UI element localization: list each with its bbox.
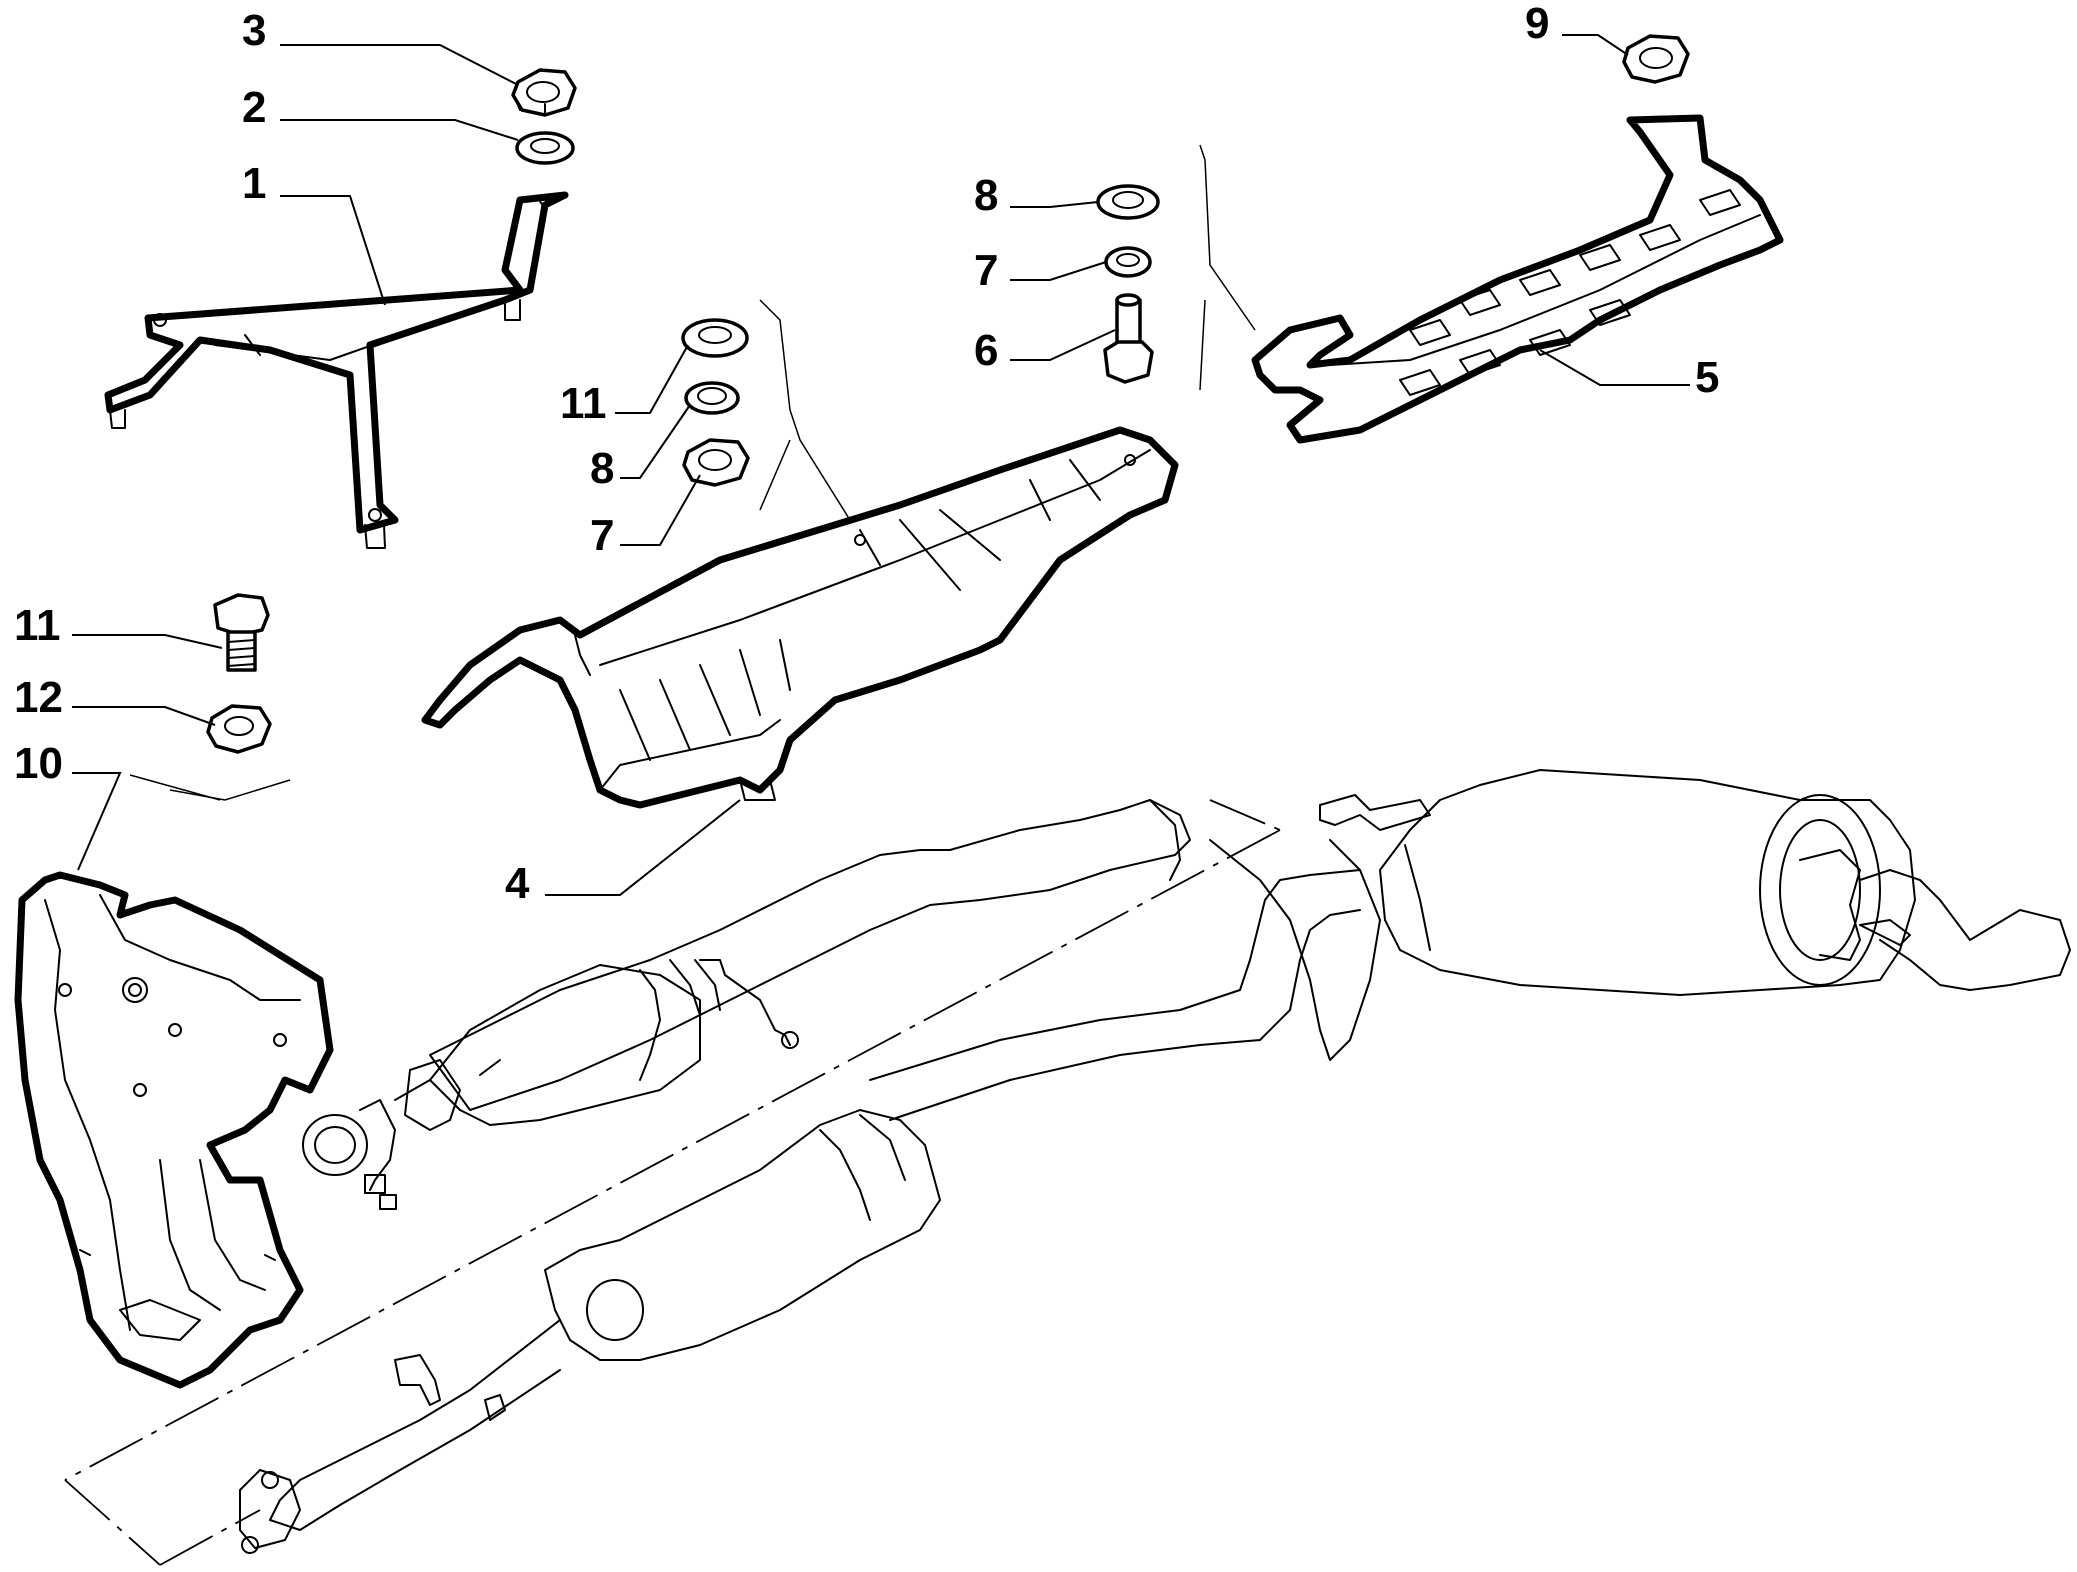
heat-shield-front xyxy=(421,426,1179,809)
exhaust-pipe-assembly xyxy=(239,769,2071,1554)
callout-8-right: 8 xyxy=(974,171,1099,220)
callout-8-mid: 8 xyxy=(590,404,691,493)
washer-part-8-right xyxy=(1096,184,1160,220)
callout-7-right: 7 xyxy=(974,246,1107,295)
svg-text:3: 3 xyxy=(242,6,266,55)
spring-washer-part-8-mid xyxy=(684,381,740,415)
callout-10: 10 xyxy=(14,739,122,871)
callout-6: 6 xyxy=(974,326,1116,375)
svg-text:5: 5 xyxy=(1695,353,1719,402)
centerline-frame xyxy=(64,799,1281,1566)
svg-text:12: 12 xyxy=(14,673,63,722)
svg-text:9: 9 xyxy=(1525,0,1549,48)
callout-9: 9 xyxy=(1525,0,1629,56)
callout-11-left: 11 xyxy=(14,601,223,650)
svg-text:7: 7 xyxy=(590,511,614,560)
nut-part-9 xyxy=(1622,34,1690,84)
bolt-part-6 xyxy=(1103,293,1154,384)
svg-text:2: 2 xyxy=(242,83,266,132)
svg-text:7: 7 xyxy=(974,246,998,295)
svg-text:11: 11 xyxy=(14,601,61,650)
svg-text:1: 1 xyxy=(242,159,266,208)
washer-part-11-upper xyxy=(681,318,749,358)
nut-part-7-mid xyxy=(682,438,750,487)
nut-part-12 xyxy=(206,704,272,754)
svg-text:6: 6 xyxy=(974,326,998,375)
svg-text:4: 4 xyxy=(505,859,530,908)
svg-text:8: 8 xyxy=(974,171,998,220)
manifold-heat-shield xyxy=(14,871,334,1389)
callout-11-mid: 11 xyxy=(560,344,689,428)
callout-5: 5 xyxy=(1539,349,1719,402)
callout-2: 2 xyxy=(242,83,519,141)
callout-12: 12 xyxy=(14,673,216,726)
callout-7-mid: 7 xyxy=(590,474,701,560)
bolt-part-11-left xyxy=(213,593,270,672)
svg-text:10: 10 xyxy=(14,739,63,788)
assembly-leader-lines xyxy=(129,144,1256,801)
svg-text:8: 8 xyxy=(590,444,614,493)
support-bracket xyxy=(104,191,569,549)
callout-1: 1 xyxy=(242,159,386,306)
nut-part-3 xyxy=(511,68,577,117)
callout-4: 4 xyxy=(505,799,741,908)
callout-3: 3 xyxy=(242,6,519,86)
washer-part-2 xyxy=(515,131,575,165)
heat-shield-rear xyxy=(1251,114,1784,444)
svg-text:11: 11 xyxy=(560,379,607,428)
spring-washer-part-7-right xyxy=(1104,246,1152,278)
